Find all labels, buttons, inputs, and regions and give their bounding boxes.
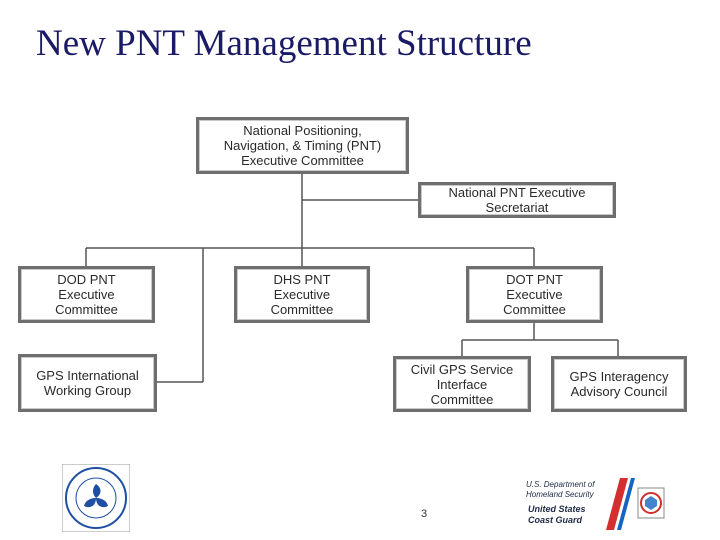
- exec-committee-box: National Positioning, Navigation, & Timi…: [196, 117, 409, 174]
- secretariat-box: National PNT Executive Secretariat: [418, 182, 616, 218]
- cg-line-1: United States: [528, 504, 586, 514]
- dhs-line-2: Homeland Security: [526, 490, 594, 499]
- dhs-wordmark: U.S. Department of Homeland Security: [526, 480, 594, 500]
- page-number: 3: [421, 508, 428, 520]
- gps-interagency-council-label: GPS Interagency Advisory Council: [569, 369, 669, 399]
- dhs-committee-box: DHS PNT Executive Committee: [234, 266, 370, 323]
- dhs-committee-label: DHS PNT Executive Committee: [270, 272, 334, 317]
- civil-gps-committee-box: Civil GPS Service Interface Committee: [393, 356, 531, 412]
- civil-gps-committee-label: Civil GPS Service Interface Committee: [410, 361, 514, 407]
- coast-guard-wordmark: United States Coast Guard: [528, 504, 586, 526]
- coast-guard-stripe-logo: [606, 478, 665, 530]
- dod-committee-label: DOD PNT Executive Committee: [55, 272, 118, 317]
- slide-title: New PNT Management Structure: [36, 23, 532, 64]
- dod-committee-box: DOD PNT Executive Committee: [18, 266, 155, 323]
- dhs-line-1: U.S. Department of: [526, 480, 595, 489]
- secretariat-label: National PNT Executive Secretariat: [448, 185, 586, 215]
- exec-committee-label: National Positioning, Navigation, & Timi…: [223, 123, 382, 168]
- cg-line-2: Coast Guard: [528, 515, 583, 525]
- gps-intl-working-group-box: GPS International Working Group: [18, 354, 157, 412]
- gps-interagency-council-box: GPS Interagency Advisory Council: [551, 356, 687, 412]
- dot-committee-label: DOT PNT Executive Committee: [503, 272, 566, 317]
- dot-committee-box: DOT PNT Executive Committee: [466, 266, 603, 323]
- dot-seal-logo: [62, 464, 130, 532]
- gps-intl-working-group-label: GPS International Working Group: [36, 368, 139, 398]
